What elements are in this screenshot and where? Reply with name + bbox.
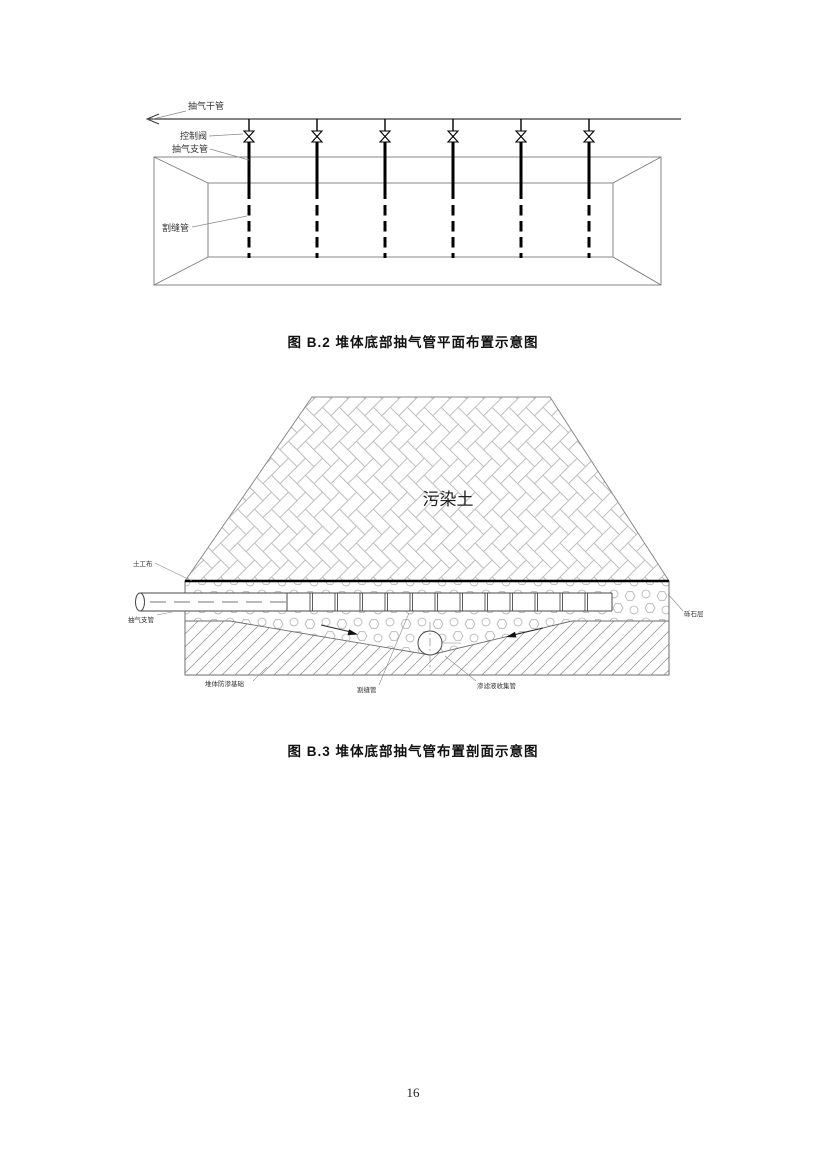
- label-foundation: 堆体防渗基础: [205, 679, 245, 688]
- centerlines: [429, 622, 461, 671]
- figure-b2-plan-diagram: 抽气干管 控制阀 抽气支管 割缝管: [145, 100, 681, 286]
- label-main-pipe: 抽气干管: [188, 100, 224, 111]
- slotted-pipe-joints: [309, 593, 588, 611]
- leader-lines: [152, 110, 250, 228]
- valve-icon: [242, 130, 256, 143]
- anti-seepage-foundation: [185, 621, 669, 675]
- label-branch-pipe: 抽气支管: [128, 615, 155, 624]
- figure-b3-section-diagram: 污染土: [128, 396, 704, 694]
- branch-pipe: [378, 119, 392, 258]
- label-geotextile: 土工布: [133, 559, 153, 568]
- label-branch-pipe: 抽气支管: [172, 143, 208, 154]
- page-number: 16: [406, 1085, 420, 1100]
- branch-pipe: [310, 119, 324, 258]
- leader-lines: [154, 562, 684, 686]
- valve-icon: [378, 130, 392, 143]
- arrow-left-icon: [506, 631, 517, 638]
- valve-icon: [310, 130, 324, 143]
- label-contaminated-soil: 污染土: [423, 490, 474, 509]
- contaminated-soil-mound: [184, 396, 670, 582]
- branch-pipes: [242, 119, 596, 258]
- figure-b2-caption: 图 B.2 堆体底部抽气管平面布置示意图: [287, 335, 539, 350]
- pit-outline: [153, 156, 662, 286]
- label-slotted-pipe: 割缝管: [357, 685, 377, 694]
- horizontal-branch-pipe: [135, 592, 613, 612]
- label-gravel-layer: 砾石层: [684, 610, 704, 618]
- label-leachate-pipe: 渗滤液收集管: [477, 681, 517, 690]
- branch-pipe: [242, 119, 256, 258]
- branch-pipe: [514, 119, 528, 258]
- branch-pipe: [582, 119, 596, 258]
- branch-pipe: [446, 119, 460, 258]
- flow-arrow-icon: [145, 113, 160, 125]
- valve-icon: [582, 130, 596, 143]
- arrow-right-icon: [347, 629, 358, 636]
- figure-b3-caption: 图 B.3 堆体底部抽气管布置剖面示意图: [287, 744, 539, 759]
- pipe-bg: [136, 593, 612, 611]
- label-slotted-pipe: 割缝管: [162, 222, 189, 233]
- valve-icon: [446, 130, 460, 143]
- label-control-valve: 控制阀: [180, 130, 207, 141]
- valve-icon: [514, 130, 528, 143]
- flow-arrows: [320, 624, 544, 638]
